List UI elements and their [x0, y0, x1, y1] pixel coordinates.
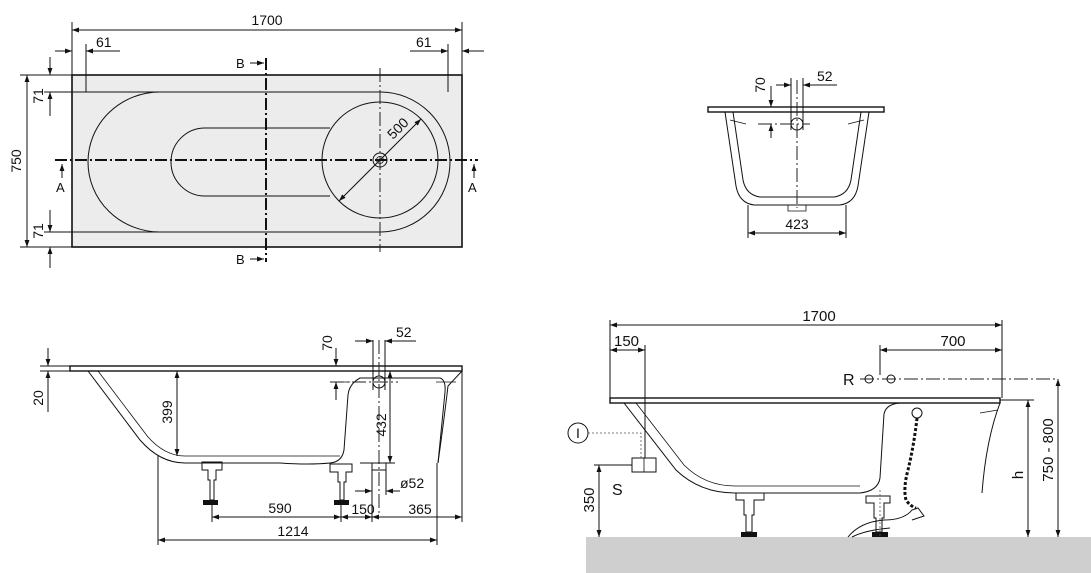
overflow-hose: [903, 417, 919, 510]
rim-profile: [609, 397, 1001, 404]
label-overflow-pos: 700: [940, 333, 965, 350]
floor: [586, 537, 1091, 573]
diameter-arrow: [338, 118, 422, 202]
foot-left: [735, 492, 765, 533]
plan-view: 1700 61 61 750 71 71 500 A A B B: [8, 12, 484, 268]
overflow-fitting: [911, 407, 923, 419]
outer-shell: [724, 111, 870, 206]
label-overall-width: 750: [8, 149, 24, 173]
label-rim-top: 71: [30, 88, 46, 104]
foot-left-pad: [741, 532, 757, 537]
supply-leader: [588, 432, 642, 458]
label-drain-diameter: ø52: [400, 475, 424, 491]
label-height: h: [1010, 471, 1027, 479]
foot-right: [329, 463, 353, 501]
foot-left-pad: [203, 500, 218, 505]
overflow-marker-left: [864, 374, 874, 384]
label-supply-marker: I: [576, 425, 580, 441]
label-section-b-top: B: [236, 56, 245, 71]
label-floor-length: 1214: [277, 523, 308, 539]
label-supply-height: 350: [581, 487, 598, 512]
supply-marker-circle: [567, 422, 589, 444]
label-feet-spacing: 590: [268, 500, 292, 516]
label-rim-thickness: 20: [30, 390, 46, 406]
label-depth-inner: 399: [159, 400, 175, 424]
rim-hatch-right: [979, 409, 999, 414]
label-overflow-diameter: 52: [817, 68, 833, 84]
label-supply: S: [612, 482, 623, 499]
label-overflow-offset: 70: [319, 335, 335, 351]
foot-detail: [787, 205, 807, 212]
label-overflow-diameter: 52: [396, 324, 412, 340]
foot-left: [201, 461, 223, 501]
rim-profile: [69, 365, 463, 372]
inner-shell: [97, 370, 340, 457]
label-drain-to-end: 365: [408, 501, 432, 517]
inner-shell: [635, 402, 860, 487]
label-height-range: 750 - 800: [1040, 418, 1057, 481]
label-section-a-left: A: [56, 180, 65, 195]
label-rim-left: 61: [96, 34, 112, 50]
label-drain-spacing: 150: [351, 501, 375, 517]
foot-right: [865, 495, 891, 533]
end-wall: [437, 370, 463, 464]
installation-view: 1700 150 700 R I S 350 h 750 - 800: [567, 308, 1091, 573]
inner-bottom: [170, 127, 330, 197]
label-rim-right: 61: [416, 34, 432, 50]
cross-section-a: 70 52 423: [707, 68, 885, 238]
overflow-marker-right: [886, 374, 896, 384]
label-overflow-marker: R: [843, 372, 855, 389]
long-section-b: 20 399 432 70 52 ø52 590 150 365 1214: [30, 324, 463, 545]
rim-hatch-right: [847, 119, 865, 125]
label-rim-bottom: 71: [30, 223, 46, 239]
label-overall-length: 1700: [251, 12, 282, 28]
label-section-b-bottom: B: [236, 252, 245, 267]
rim-hatch-left: [729, 119, 747, 125]
end-wall: [981, 402, 1001, 494]
label-section-a-right: A: [468, 180, 477, 195]
label-overflow-offset: 70: [752, 77, 768, 93]
label-depth-overflow: 432: [373, 413, 389, 437]
foot-right-pad: [334, 500, 349, 505]
label-overflow-from-end: 150: [614, 333, 639, 350]
rim-profile: [707, 106, 885, 113]
outer-shell: [87, 370, 462, 465]
label-overall-length: 1700: [802, 308, 835, 325]
waste-trap: [847, 507, 925, 538]
outer-shell: [623, 402, 901, 494]
drain-outlet: [371, 463, 387, 471]
label-floor-width: 423: [785, 216, 809, 232]
